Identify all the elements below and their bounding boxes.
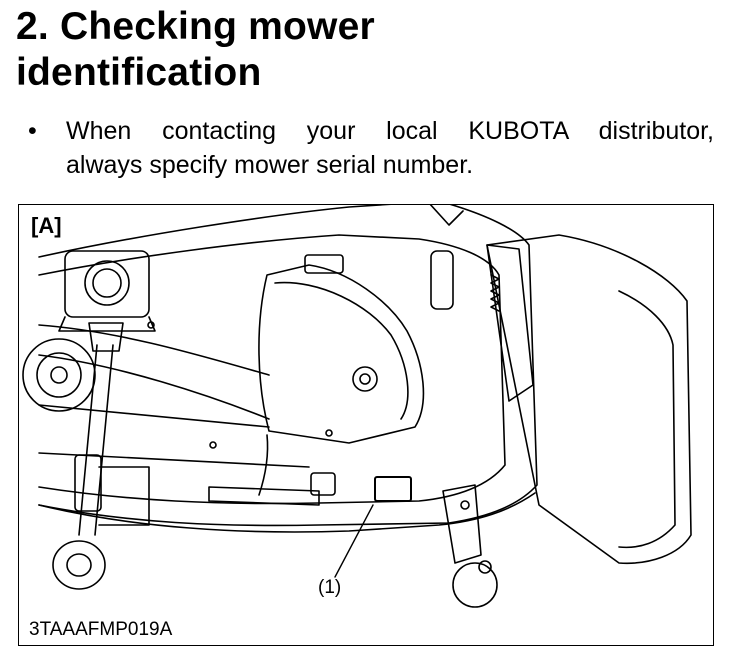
discharge-chute: [486, 234, 692, 565]
drive-belt-guard: [38, 404, 310, 468]
section-heading: 2. Checking mower identification: [16, 4, 375, 96]
chute-flap: [486, 244, 534, 402]
gearbox-body: [64, 250, 150, 318]
pto-joint-upper: [88, 322, 124, 352]
front-wheel-hub: [66, 553, 92, 577]
deck-rivet-1: [209, 441, 217, 449]
bullet-mark: •: [28, 117, 37, 145]
deck-slot: [430, 250, 454, 310]
deck-rivet-2: [325, 429, 333, 437]
pto-guard: [74, 454, 102, 512]
callout-leader: [334, 504, 374, 578]
cover-bolt: [352, 366, 378, 392]
hanger-arm: [208, 486, 320, 506]
drive-belt-upper: [38, 324, 270, 376]
mower-line-drawing: [22, 205, 692, 608]
callout-number: (1): [318, 577, 342, 598]
drive-belt-lower: [38, 354, 270, 420]
cover-bolt-inner: [359, 373, 371, 385]
mower-illustration: [A] (1) 3TAAAFMP019A: [18, 204, 714, 646]
hanger-block: [310, 472, 336, 496]
bullet-text-line1: When contacting your local KUBOTA distri…: [66, 117, 714, 145]
front-wheel: [52, 540, 106, 590]
pulley-outer: [22, 338, 96, 412]
chute-inner-line: [618, 290, 676, 549]
bullet-text-line2: always specify mower serial number.: [66, 151, 474, 179]
gearbox-shaft-inner: [92, 268, 122, 298]
bracket-bolt: [460, 500, 470, 510]
section-heading-line2: identification: [16, 51, 262, 94]
figure-label: [A]: [31, 213, 62, 238]
instruction-bullet: • When contacting your local KUBOTA dist…: [26, 114, 714, 182]
hydraulic-line: [258, 434, 269, 496]
deck-inner-contour: [38, 234, 506, 505]
front-wheel-bracket: [98, 466, 150, 526]
belt-cover-rim: [274, 281, 409, 420]
section-heading-line1: 2. Checking mower: [16, 5, 375, 48]
mower-deck-outline: [38, 205, 538, 527]
belt-cover: [258, 264, 425, 444]
rear-wheel: [452, 562, 498, 608]
deck-skirt-front: [38, 492, 536, 533]
cover-tab: [304, 254, 344, 274]
rear-wheel-bracket: [442, 484, 482, 564]
rear-wheel-axle: [478, 560, 492, 574]
chute-spring: [490, 274, 500, 312]
serial-number-plate: [374, 476, 412, 502]
pulley-hub: [50, 366, 68, 384]
gearbox-shaft: [84, 260, 130, 306]
pto-shaft: [78, 344, 114, 536]
bullet-text: When contacting your local KUBOTA distri…: [66, 114, 714, 182]
deck-rivet-3: [147, 321, 155, 329]
figure-code: 3TAAAFMP019A: [29, 619, 173, 640]
gearbox-mount: [58, 316, 156, 332]
pulley-inner: [36, 352, 82, 398]
top-bracket: [429, 205, 464, 226]
